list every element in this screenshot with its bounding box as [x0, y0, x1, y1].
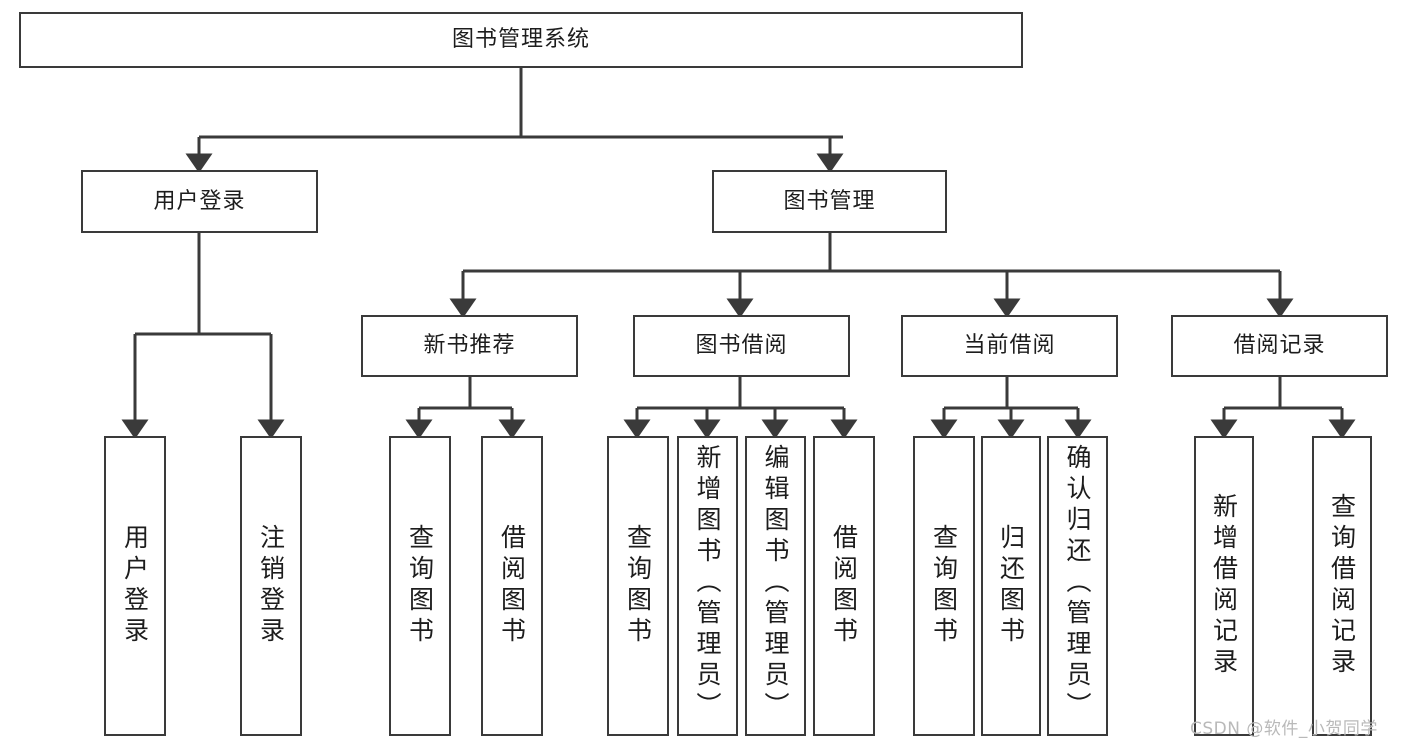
node-borrow-record[interactable]: 借阅记录: [1171, 315, 1388, 377]
node-leaf-add-book-label: 新增图书（管理员）: [693, 444, 722, 723]
node-leaf-borrow-book-1-label: 借阅图书: [497, 524, 527, 648]
node-current-borrow[interactable]: 当前借阅: [901, 315, 1118, 377]
node-leaf-query-book-3-label: 查询图书: [929, 524, 959, 648]
node-root[interactable]: 图书管理系统: [19, 12, 1023, 68]
node-leaf-borrow-book-2[interactable]: 借阅图书: [813, 436, 875, 736]
node-leaf-query-book-3[interactable]: 查询图书: [913, 436, 975, 736]
node-leaf-return-book-label: 归还图书: [996, 524, 1026, 648]
node-leaf-query-book-1-label: 查询图书: [405, 524, 435, 648]
node-leaf-edit-book[interactable]: 编辑图书（管理员）: [745, 436, 806, 736]
node-leaf-return-book[interactable]: 归还图书: [981, 436, 1041, 736]
node-leaf-add-book[interactable]: 新增图书（管理员）: [677, 436, 738, 736]
node-leaf-add-record-label: 新增借阅记录: [1209, 493, 1239, 679]
node-new-book-recommend[interactable]: 新书推荐: [361, 315, 578, 377]
node-leaf-confirm-return-label: 确认归还（管理员）: [1063, 444, 1092, 723]
node-leaf-query-book-1[interactable]: 查询图书: [389, 436, 451, 736]
node-user-login-label: 用户登录: [153, 188, 246, 214]
node-leaf-edit-book-label: 编辑图书（管理员）: [761, 444, 790, 723]
node-leaf-add-record[interactable]: 新增借阅记录: [1194, 436, 1254, 736]
node-user-login[interactable]: 用户登录: [81, 170, 318, 233]
node-leaf-user-login[interactable]: 用户登录: [104, 436, 166, 736]
csdn-watermark: CSDN @软件_小贺同学: [1190, 719, 1378, 739]
node-leaf-query-book-2[interactable]: 查询图书: [607, 436, 669, 736]
node-book-management[interactable]: 图书管理: [712, 170, 947, 233]
node-leaf-user-login-label: 用户登录: [120, 524, 150, 648]
node-leaf-borrow-book-1[interactable]: 借阅图书: [481, 436, 543, 736]
node-root-label: 图书管理系统: [451, 27, 590, 53]
node-new-book-recommend-label: 新书推荐: [423, 333, 516, 359]
node-leaf-logout-label: 注销登录: [256, 524, 286, 648]
node-borrow-record-label: 借阅记录: [1233, 333, 1326, 359]
node-book-borrow[interactable]: 图书借阅: [633, 315, 850, 377]
node-book-management-label: 图书管理: [783, 188, 876, 214]
node-leaf-query-record-label: 查询借阅记录: [1327, 493, 1357, 679]
node-leaf-confirm-return[interactable]: 确认归还（管理员）: [1047, 436, 1108, 736]
node-leaf-query-book-2-label: 查询图书: [623, 524, 653, 648]
node-current-borrow-label: 当前借阅: [963, 333, 1056, 359]
node-book-borrow-label: 图书借阅: [695, 333, 788, 359]
node-leaf-logout[interactable]: 注销登录: [240, 436, 302, 736]
node-leaf-query-record[interactable]: 查询借阅记录: [1312, 436, 1372, 736]
node-leaf-borrow-book-2-label: 借阅图书: [829, 524, 859, 648]
